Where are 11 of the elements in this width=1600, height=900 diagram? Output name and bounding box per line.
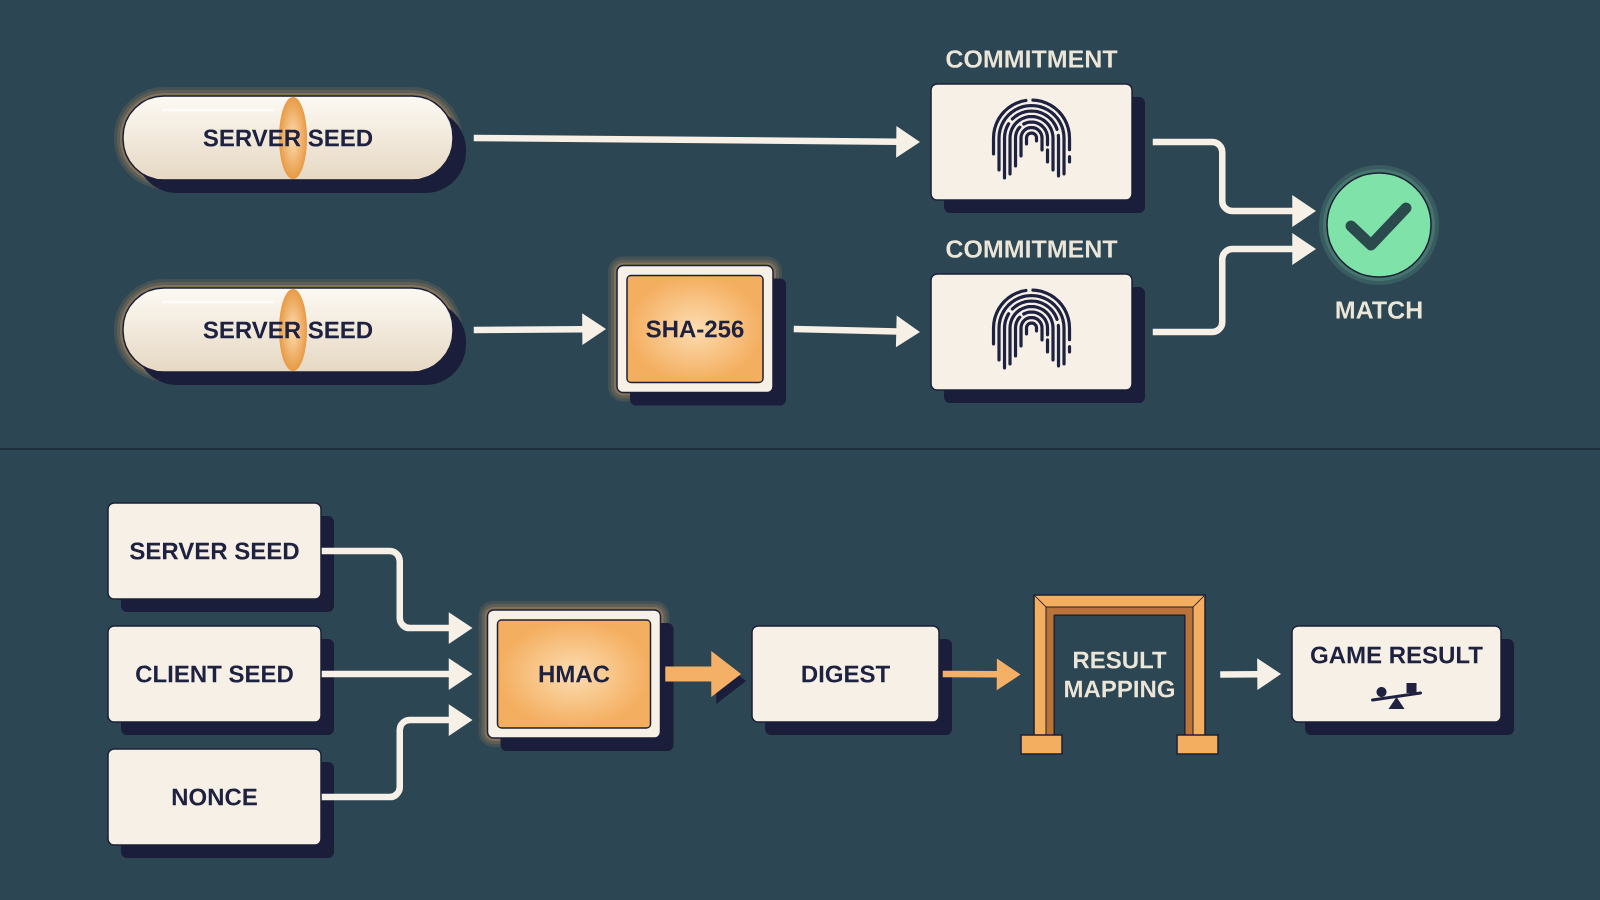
gate-frame: RESULT MAPPING bbox=[1020, 594, 1219, 755]
process-box: DIGEST bbox=[751, 625, 952, 735]
process-box: HMAC bbox=[478, 601, 674, 751]
heading: COMMITMENT bbox=[946, 240, 1118, 258]
process-box: NONCE bbox=[107, 748, 334, 858]
process-box: SERVER SEED bbox=[107, 502, 334, 612]
process-box: GAME RESULT bbox=[1291, 625, 1514, 735]
process-box: SHA-256 bbox=[608, 256, 786, 406]
heading: COMMITMENT bbox=[946, 50, 1118, 68]
node-label: MATCH bbox=[1336, 301, 1422, 319]
process-box: CLIENT SEED bbox=[107, 625, 334, 735]
